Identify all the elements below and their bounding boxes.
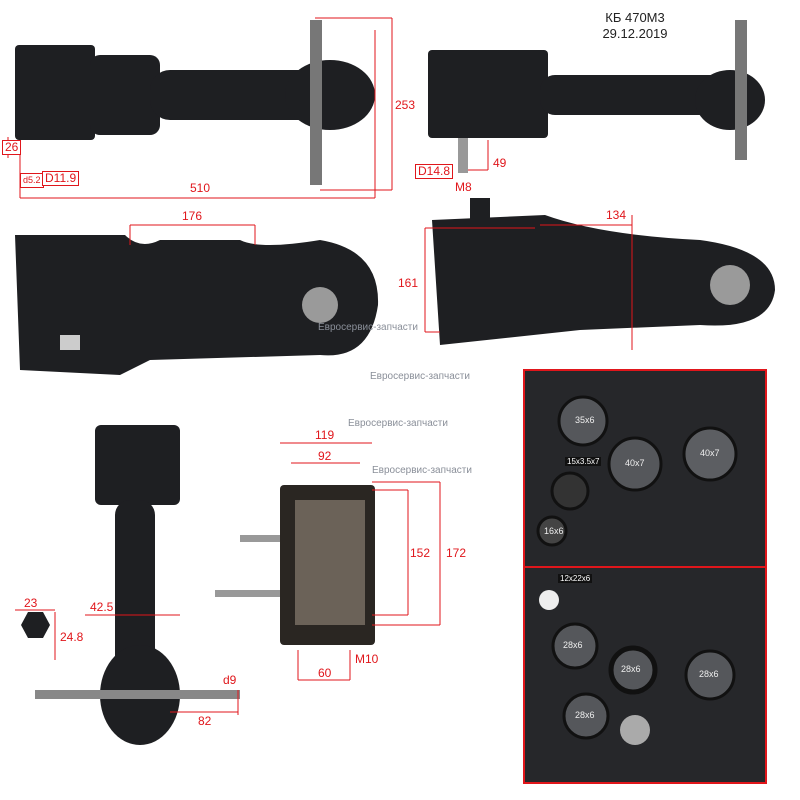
arm-offset-dimension: 42.5 [90,600,114,614]
bearing-label: 40x7 [700,448,720,458]
seal-label: 12x22x6 [558,574,593,583]
watermark: Евросервис-запчасти [318,322,418,333]
length-dimension: 510 [190,181,211,195]
watermark: Евросервис-запчасти [372,465,472,476]
offset-dimension: 49 [493,156,507,170]
shaft-dimension: d9 [223,673,237,687]
output-shaft [310,20,322,185]
small-shaft-dimension: d5.2 [20,173,44,188]
inset-bearings-bottom: 28x6 28x6 28x6 28x6 12x22x6 [523,566,767,784]
bearing-label: 35x6 [575,415,595,425]
watermark: Евросервис-запчасти [348,418,448,429]
outer-height-dimension: 172 [446,546,467,560]
hole-distance-dimension: 134 [606,208,627,222]
seal-label: 15x3.5x7 [565,457,602,466]
gearbox-housing [15,45,95,140]
hex-profile [21,612,50,638]
bearing-label: 40x7 [625,458,645,468]
base-width-dimension: 60 [318,666,332,680]
bearing-label: 28x6 [575,710,595,720]
hole-spacing-dimension: 176 [182,209,203,223]
bearing-label: 16x6 [544,526,564,536]
model-label: КБ 470М3 [605,10,665,25]
date-label: 29.12.2019 [602,26,668,41]
height-dimension: 253 [395,98,416,112]
height-dimension: 161 [398,276,419,290]
hex-width-dimension: 23 [24,596,38,610]
bearing-label: 28x6 [621,664,641,674]
inner-width-dimension: 92 [318,449,332,463]
thread-label: M10 [355,652,379,666]
shaft-diameter-dimension: D14.8 [415,164,454,179]
inset-bearings-top: 35x6 40x7 40x7 16x6 15x3.5x7 [523,369,767,568]
watermark: Евросервис-запчасти [370,371,470,382]
inner-height-dimension: 152 [410,546,431,560]
thread-label: M8 [455,180,472,194]
shaft-length-dimension: 82 [198,714,212,728]
shaft-diameter-dimension: D11.9 [42,171,80,186]
hex-height-dimension: 24.8 [60,630,84,644]
bearing-label: 28x6 [699,669,719,679]
offset-dimension: 26 [2,140,22,155]
bearing-label: 28x6 [563,640,583,650]
outer-width-dimension: 119 [315,428,335,442]
